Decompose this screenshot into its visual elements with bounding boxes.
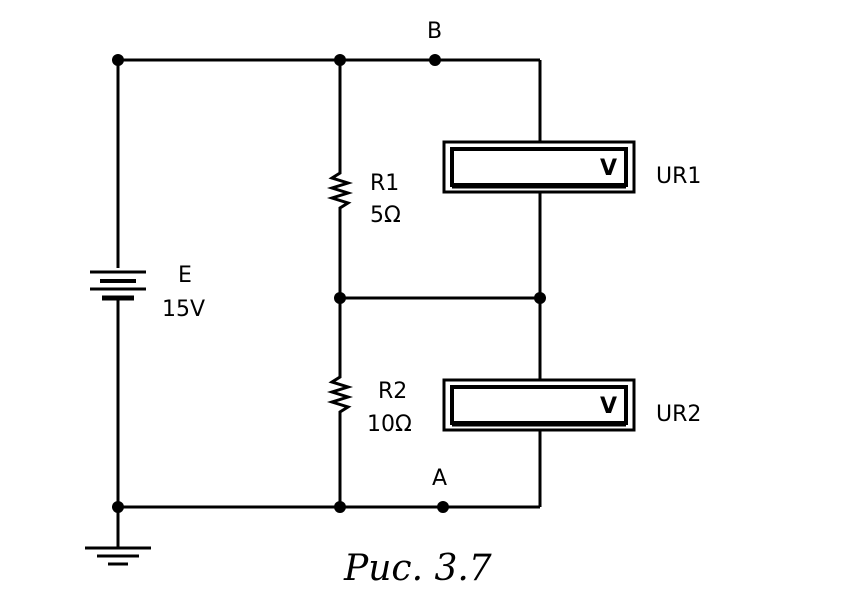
node-label-a: A [432,466,447,491]
battery-name: E [178,263,192,288]
junctions [112,54,546,513]
voltmeter-symbol: V [600,394,617,419]
voltmeter-symbol: V [600,156,617,181]
r1-name: R1 [370,171,399,196]
figure-caption: Рис. 3.7 [343,548,492,589]
r2-value: 10Ω [367,412,412,437]
junction-dot [334,54,346,66]
r1-value: 5Ω [370,203,401,228]
voltmeter-outer-frame [442,378,636,432]
voltmeter-ur1: V [442,140,636,194]
node-label-b: B [427,19,442,44]
junction-dot-b [429,54,441,66]
resistor-r1 [326,168,354,212]
voltmeter-ur2: V [442,378,636,432]
junction-dot [334,501,346,513]
voltmeter-outer-frame [442,140,636,194]
battery-e [90,270,146,301]
ur1-label: UR1 [656,164,701,189]
ground-icon [85,546,151,566]
junction-dot [334,292,346,304]
junction-dot [112,54,124,66]
resistor-r2 [326,372,354,418]
r2-name: R2 [378,379,407,404]
junction-dot-a [437,501,449,513]
junction-dot [112,501,124,513]
battery-value: 15V [162,297,205,322]
junction-dot [534,292,546,304]
ur2-label: UR2 [656,402,701,427]
